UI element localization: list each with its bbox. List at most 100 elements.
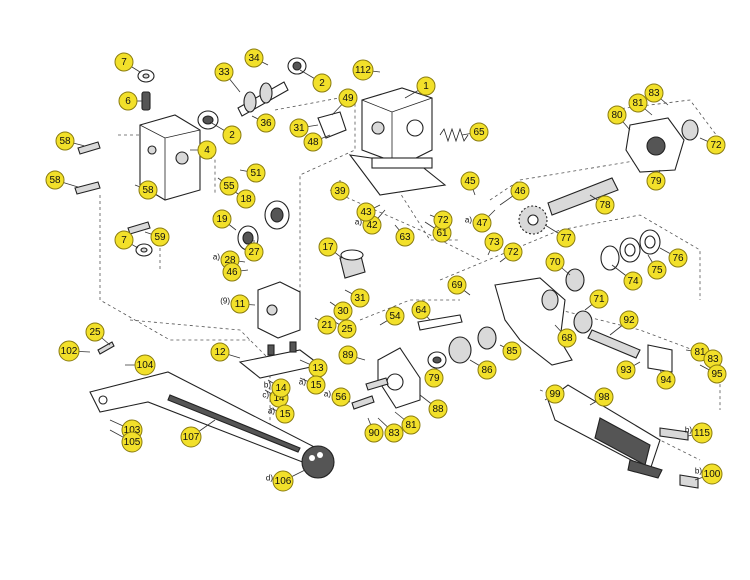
callout-number: 25 xyxy=(341,324,353,335)
callout-circle xyxy=(289,118,309,138)
callout-badge-90: 90 xyxy=(364,423,384,443)
callout-number: 34 xyxy=(248,53,260,64)
callout-circle xyxy=(691,422,713,444)
callout-number: 11 xyxy=(235,299,246,310)
callout-badge-30: 30 xyxy=(333,301,353,321)
callout-number: 99 xyxy=(549,389,561,400)
callout-circle xyxy=(318,237,338,257)
callout-badge-7: 7 xyxy=(114,52,134,72)
callout-number: 95 xyxy=(711,369,723,380)
callout-number: 83 xyxy=(388,428,400,439)
callout-circle xyxy=(594,387,614,407)
callout-number: 74 xyxy=(627,276,639,287)
callout-badge-75: 75 xyxy=(647,260,667,280)
bearing-part-72 xyxy=(681,119,699,141)
callout-circle xyxy=(85,322,105,342)
gear-part-77 xyxy=(518,205,548,235)
callout-prefix: b) xyxy=(264,381,271,390)
callout-badge-21: 21 xyxy=(317,315,337,335)
callout-badge-107: 107 xyxy=(180,426,202,448)
callout-circle xyxy=(433,210,453,230)
callout-circle xyxy=(356,202,376,222)
callout-badge-47: 47a) xyxy=(465,213,492,233)
callout-badge-77: 77 xyxy=(556,228,576,248)
callout-badge-89: 89 xyxy=(338,345,358,365)
callout-badge-58: 58 xyxy=(138,180,158,200)
plate-part-12-13 xyxy=(238,341,322,379)
callout-badge-79: 79 xyxy=(646,171,666,191)
callout-badge-85: 85 xyxy=(502,341,522,361)
callout-number: 39 xyxy=(334,186,346,197)
callout-circle xyxy=(121,431,143,453)
callout-number: 18 xyxy=(240,194,252,205)
callout-circle xyxy=(545,252,565,272)
callout-circle xyxy=(331,387,351,407)
callout-circle xyxy=(656,370,676,390)
knob-part-106 xyxy=(301,445,335,479)
callout-number: 7 xyxy=(121,235,127,246)
callout-circle xyxy=(330,181,350,201)
callout-number: 105 xyxy=(124,437,141,448)
callout-number: 33 xyxy=(218,67,230,78)
callout-number: 7 xyxy=(121,57,127,68)
rod-part-64 xyxy=(417,314,463,331)
callout-badge-94: 94 xyxy=(656,370,676,390)
callout-circle xyxy=(114,52,134,72)
callout-circle xyxy=(644,83,664,103)
callout-circle xyxy=(58,340,80,362)
callout-badge-17: 17 xyxy=(318,237,338,257)
callout-number: 79 xyxy=(428,373,440,384)
callout-number: 46 xyxy=(226,267,238,278)
callout-badge-1: 1 xyxy=(416,76,436,96)
bracket-part-49 xyxy=(317,111,347,139)
callout-number: 31 xyxy=(354,293,366,304)
callout-number: 2 xyxy=(319,78,325,89)
callout-circle xyxy=(424,368,444,388)
callout-number: 14 xyxy=(273,393,285,404)
callout-number: 107 xyxy=(183,432,200,443)
callout-badge-6: 6 xyxy=(118,91,138,111)
callout-number: 58 xyxy=(59,136,71,147)
callout-number: 81 xyxy=(405,420,417,431)
callout-number: 102 xyxy=(61,346,78,357)
housing-part-68 xyxy=(494,277,573,366)
callout-number: 85 xyxy=(506,346,518,357)
callout-circle xyxy=(303,132,323,152)
callout-circle xyxy=(401,415,421,435)
callout-number: 70 xyxy=(549,257,561,268)
callout-number: 75 xyxy=(651,265,663,276)
callout-number: 4 xyxy=(204,145,210,156)
callout-circle xyxy=(306,375,326,395)
callout-number: 65 xyxy=(473,127,485,138)
callout-circle xyxy=(134,354,156,376)
callout-badge-83: 83 xyxy=(384,423,404,443)
shaft-part-33 xyxy=(237,81,289,117)
callout-prefix: a) xyxy=(465,216,472,225)
callout-badge-33: 33 xyxy=(214,62,234,82)
callout-badge-63: 63 xyxy=(395,227,415,247)
cylinder-part-17 xyxy=(339,249,366,279)
callout-circle xyxy=(352,59,374,81)
callout-badge-46: 46 xyxy=(510,181,530,201)
callout-badge-18: 18 xyxy=(236,189,256,209)
callout-number: 55 xyxy=(223,181,235,192)
callout-number: 49 xyxy=(342,93,354,104)
callout-circle xyxy=(114,230,134,250)
callout-circle xyxy=(219,176,239,196)
callout-number: 103 xyxy=(124,425,141,436)
callout-number: 2 xyxy=(229,130,235,141)
callout-circle xyxy=(556,228,576,248)
callout-circle xyxy=(350,288,370,308)
callout-badge-2: 2 xyxy=(312,73,332,93)
bushings-part-2 xyxy=(197,57,307,130)
callout-circle xyxy=(557,328,577,348)
callout-badge-72: 72 xyxy=(706,135,726,155)
pin-part-6 xyxy=(141,91,151,111)
callout-prefix: b) xyxy=(685,426,692,435)
callout-badge-80: 80 xyxy=(607,105,627,125)
callout-number: 27 xyxy=(248,247,260,258)
spring-part-65 xyxy=(439,127,469,143)
callout-circle xyxy=(338,345,358,365)
washers-part-74-75-76 xyxy=(600,229,661,271)
callout-badge-112: 112 xyxy=(352,59,374,81)
